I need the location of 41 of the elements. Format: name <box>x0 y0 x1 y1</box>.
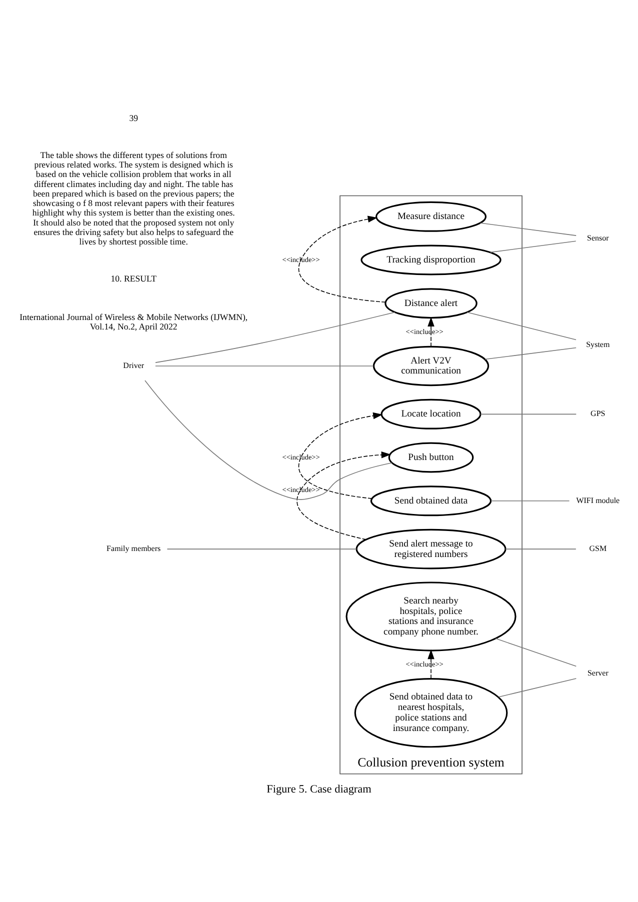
connector <box>495 638 577 666</box>
connector <box>166 548 357 549</box>
connector <box>505 548 576 549</box>
caption: Figure 5. Case diagram <box>266 783 372 796</box>
node-ellipse: Locate location <box>380 398 482 429</box>
label: The table shows the different types of solutions from previous related works. The system is designed which is based on the vehicle collision problem that works in all different climates including day and night. The table has been prepared which is based on the previous papers; the showcasing o f 8 most relevant papers with their features highlight why this system is better than the existing ones. It should also be noted that the proposed system not only ensures the driving safety but also helps to safeguard the lives by shortest possible time. <box>32 149 235 246</box>
node-ellipse: Push button <box>388 442 474 472</box>
node-text: WIFI module <box>576 495 620 504</box>
connector <box>490 240 576 252</box>
connector <box>490 500 570 501</box>
label: 39 <box>129 112 138 122</box>
connector <box>498 678 577 697</box>
node-ellipse: Send obtained data to nearest hospitals, police stations and insurance company. <box>354 678 508 748</box>
node-text: Family members <box>106 544 161 553</box>
node-text: System <box>586 340 610 349</box>
connector <box>484 346 576 360</box>
connector <box>155 311 396 362</box>
connector <box>480 413 577 414</box>
node-ellipse: Tracking disproportion <box>360 244 502 275</box>
node-ellipse: Search nearby hospitals, police stations and insurance company phone number. <box>346 581 516 651</box>
arrow <box>298 215 386 302</box>
node-ellipse: Distance alert <box>384 288 478 318</box>
node-text: Sensor <box>587 232 609 242</box>
connector <box>466 311 576 340</box>
node-ellipse: Send obtained data <box>370 485 492 516</box>
node-ellipse: Alert V2V communication <box>372 345 490 386</box>
node-text: GPS <box>590 408 606 418</box>
node-text: Driver <box>123 360 144 370</box>
arrow <box>428 316 434 346</box>
connector <box>144 380 392 500</box>
connector <box>155 365 374 366</box>
arrow <box>428 648 434 679</box>
connector <box>480 222 577 236</box>
label: International Journal of Wireless & Mobile Networks (IJWMN), Vol.14, No.2, April 2022 <box>20 312 248 332</box>
node-text: GSM <box>589 544 607 553</box>
node-ellipse: Measure distance <box>375 200 487 232</box>
arrow <box>298 412 383 498</box>
node-text: Server <box>587 668 608 678</box>
node-ellipse: Send alert message to registered numbers <box>356 528 506 569</box>
arrow <box>296 450 392 540</box>
label: 10. RESULT <box>110 273 157 284</box>
